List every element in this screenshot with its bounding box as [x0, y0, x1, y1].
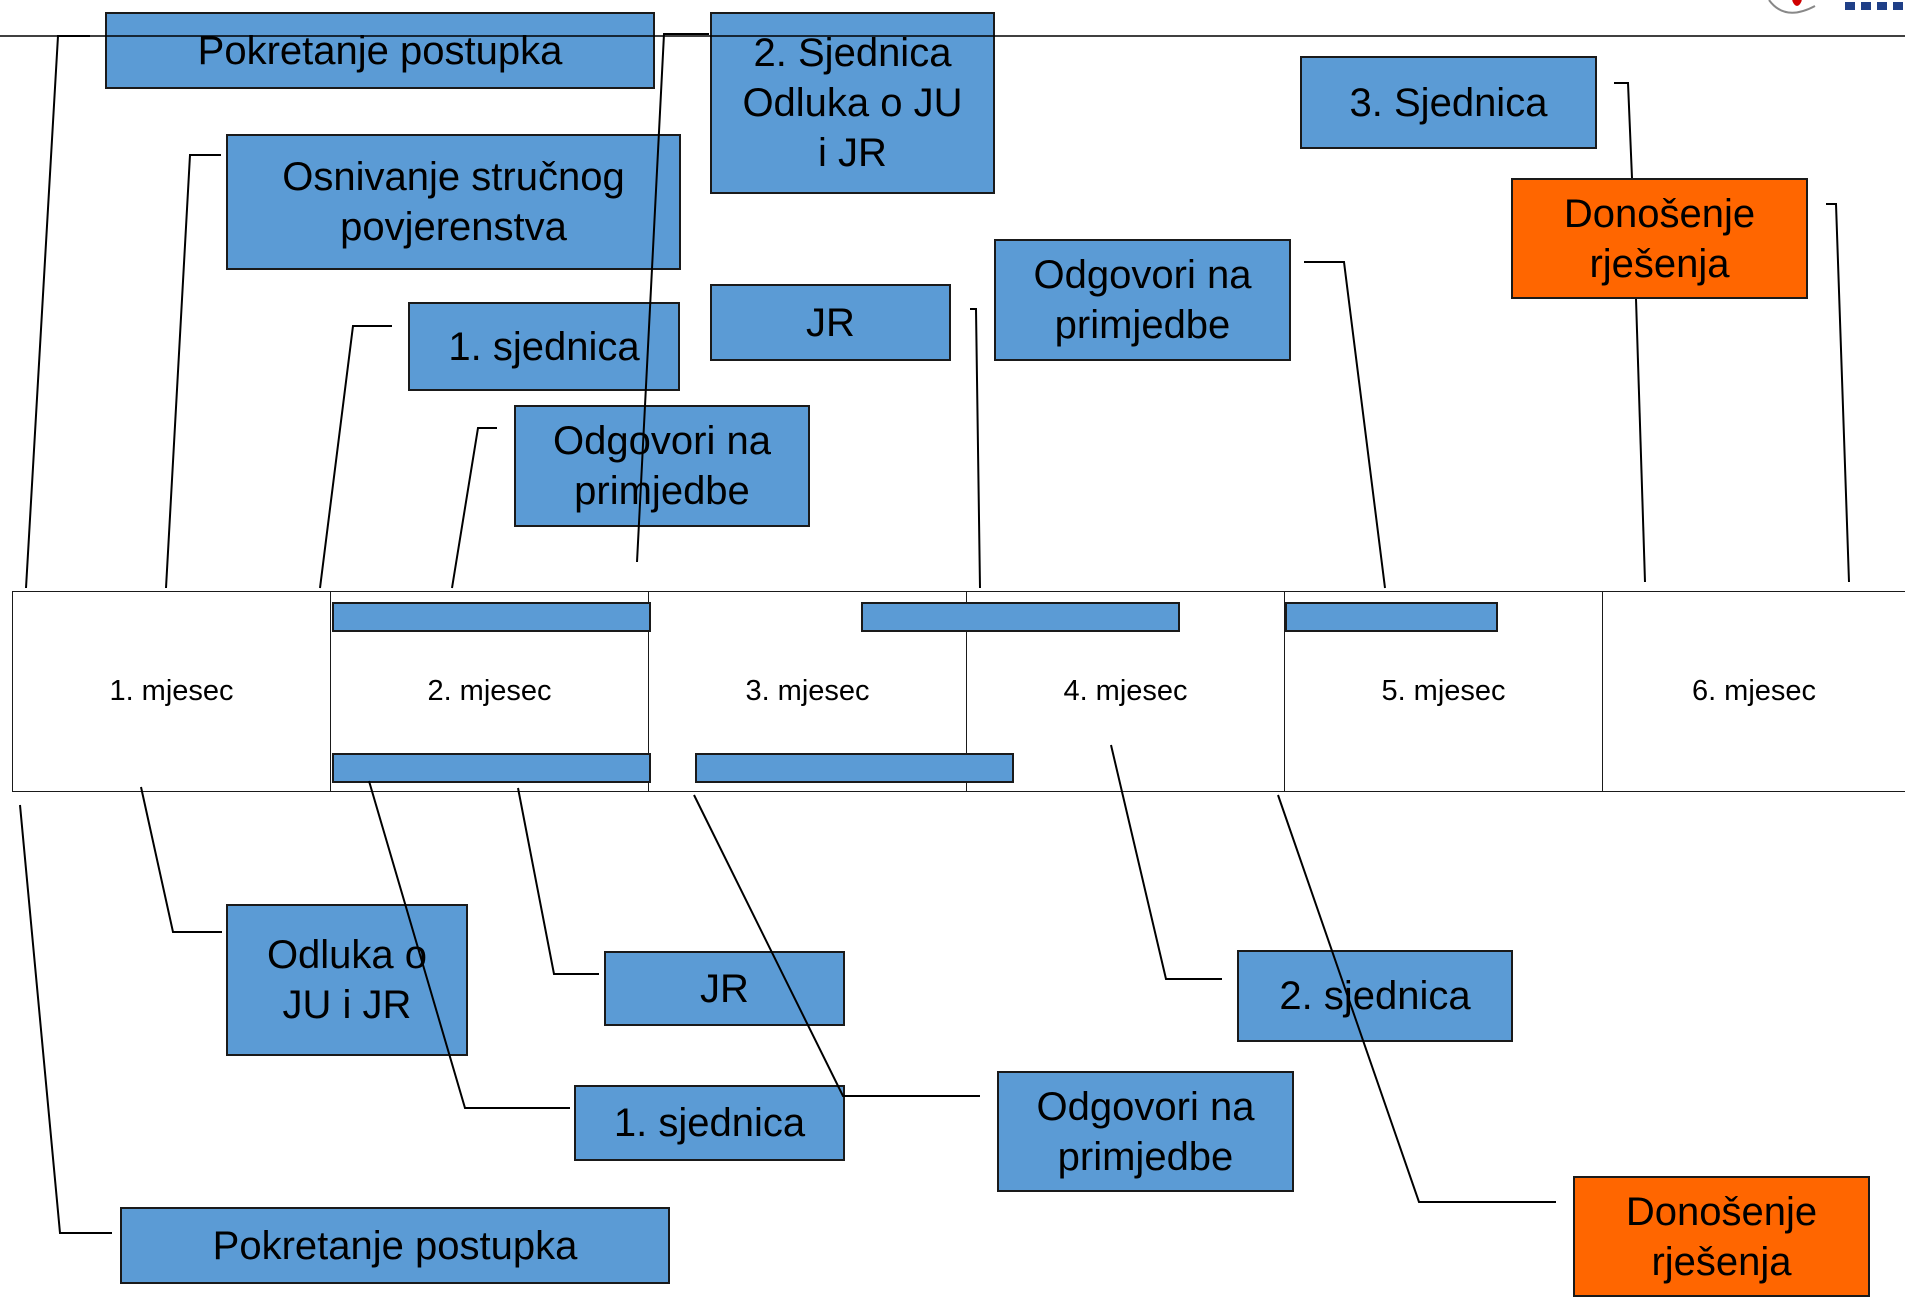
- box-top-odgovori-1-label: Odgovori na primjedbe: [553, 419, 771, 513]
- connector-top-sjednica-1: [319, 325, 392, 589]
- month-4-label: 4. mjesec: [1063, 675, 1188, 707]
- connector-bottom-jr: [517, 787, 599, 975]
- connector-top-sjednica-3: [1614, 82, 1633, 179]
- month-1: 1. mjesec: [12, 591, 331, 792]
- connector-top-donosenje-right: [1826, 203, 1850, 583]
- box-bottom-pokretanje-postupka: Pokretanje postupka: [120, 1207, 670, 1284]
- box-top-pokretanje-postupka-label: Pokretanje postupka: [197, 28, 563, 73]
- box-top-osnivanje-povjerenstva: Osnivanje stručnog povjerenstva: [226, 134, 681, 270]
- connector-bottom-odluka: [140, 786, 222, 933]
- box-bottom-odgovori: Odgovori na primjedbe: [997, 1071, 1294, 1192]
- box-bottom-jr-label: JR: [700, 966, 749, 1011]
- box-bottom-sjednica-2: 2. sjednica: [1237, 950, 1513, 1042]
- connector-top-pokretanje: [25, 35, 90, 589]
- box-top-sjednica-2-odluka-label: 2. Sjednica Odluka o JU i JR: [742, 31, 963, 175]
- month-2-label: 2. mjesec: [427, 675, 552, 707]
- month-1-label: 1. mjesec: [109, 675, 234, 707]
- box-bottom-jr: JR: [604, 951, 845, 1026]
- institution-logo-icon: [1768, 0, 1903, 14]
- box-top-sjednica-3: 3. Sjednica: [1300, 56, 1597, 149]
- duration-bar-top-month5: [1285, 602, 1498, 632]
- box-top-sjednica-1: 1. sjednica: [408, 302, 680, 391]
- box-top-donosenje-rjesenja: Donošenje rješenja: [1511, 178, 1808, 299]
- connector-top-odgovori-2: [1304, 261, 1386, 589]
- box-top-osnivanje-povjerenstva-label: Osnivanje stručnog povjerenstva: [282, 155, 625, 249]
- box-bottom-donosenje-rjesenja-label: Donošenje rješenja: [1625, 1189, 1818, 1284]
- box-bottom-donosenje-rjesenja: Donošenje rješenja: [1573, 1176, 1870, 1297]
- box-top-jr-label: JR: [806, 300, 855, 345]
- box-top-pokretanje-postupka: Pokretanje postupka: [105, 12, 655, 89]
- box-top-donosenje-rjesenja-label: Donošenje rješenja: [1563, 191, 1756, 286]
- connector-top-donosenje-lower: [1635, 298, 1646, 583]
- month-5-label: 5. mjesec: [1381, 675, 1506, 707]
- box-top-sjednica-1-label: 1. sjednica: [448, 324, 640, 369]
- connector-bottom-odgovori: [693, 794, 980, 1097]
- box-bottom-odluka-ju-jr: Odluka o JU i JR: [226, 904, 468, 1056]
- connector-top-odgovori-1: [451, 427, 497, 589]
- duration-bar-top-month3-4: [861, 602, 1180, 632]
- box-bottom-sjednica-2-label: 2. sjednica: [1279, 974, 1471, 1018]
- box-bottom-sjednica-1-label: 1. sjednica: [613, 1101, 806, 1145]
- box-top-odgovori-1: Odgovori na primjedbe: [514, 405, 810, 527]
- connector-top-osnivanje: [165, 154, 221, 589]
- duration-bar-bottom-month3: [695, 753, 1014, 783]
- box-bottom-odluka-ju-jr-label: Odluka o JU i JR: [266, 933, 428, 1027]
- month-6: 6. mjesec: [1602, 591, 1905, 792]
- box-top-sjednica-2-odluka: 2. Sjednica Odluka o JU i JR: [710, 12, 995, 194]
- connector-bottom-pokretanje: [19, 804, 112, 1234]
- connector-top-jr: [970, 308, 981, 589]
- box-bottom-pokretanje-postupka-label: Pokretanje postupka: [212, 1223, 578, 1268]
- month-3-label: 3. mjesec: [745, 675, 870, 707]
- month-6-label: 6. mjesec: [1691, 675, 1817, 707]
- box-bottom-sjednica-1: 1. sjednica: [574, 1085, 845, 1161]
- box-top-sjednica-3-label: 3. Sjednica: [1349, 80, 1548, 125]
- box-top-jr: JR: [710, 284, 951, 361]
- box-bottom-odgovori-label: Odgovori na primjedbe: [1036, 1084, 1255, 1179]
- box-top-odgovori-2: Odgovori na primjedbe: [994, 239, 1291, 361]
- box-top-odgovori-2-label: Odgovori na primjedbe: [1033, 253, 1252, 347]
- duration-bar-bottom-month2: [332, 753, 651, 783]
- duration-bar-top-month2: [332, 602, 651, 632]
